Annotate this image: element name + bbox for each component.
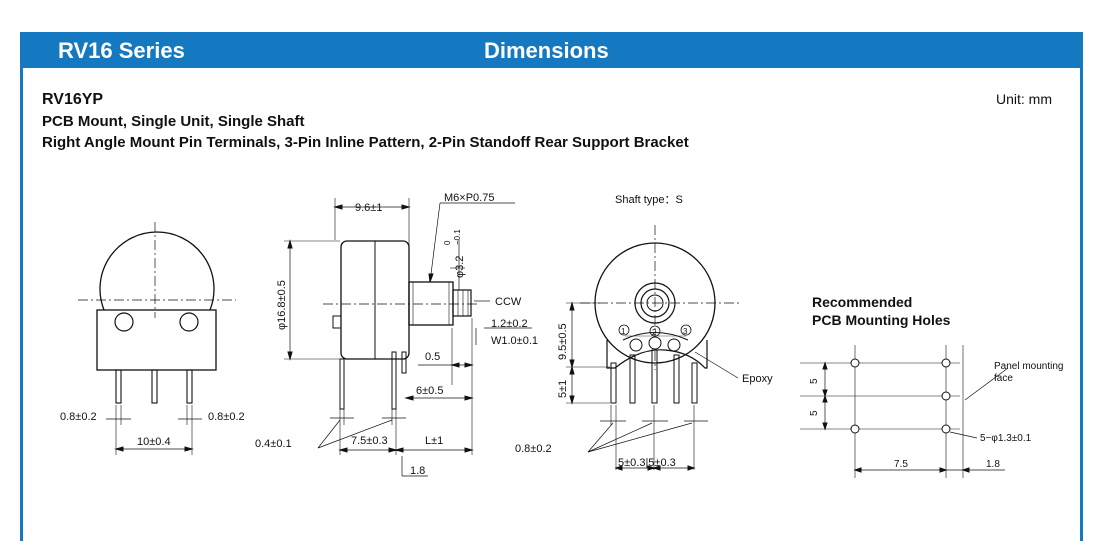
front-view xyxy=(78,222,236,455)
terminal-2: 2 xyxy=(652,328,657,337)
dim-0-5: 0.5 xyxy=(425,351,440,363)
front-pin-width-left: 0.8±0.2 xyxy=(60,411,97,423)
pcb-dim-1-8: 1.8 xyxy=(986,459,1000,470)
pin-spacing: 7.5±0.3 xyxy=(351,435,388,447)
side-view xyxy=(284,198,532,477)
content-frame xyxy=(20,32,1083,541)
panel-label-2: face xyxy=(994,373,1013,384)
pcb-title-2: PCB Mounting Holes xyxy=(812,312,951,328)
body-depth: 9.6±1 xyxy=(355,202,382,214)
front-bracket-spacing: 10±0.4 xyxy=(137,436,171,448)
height-9-5: 9.5±0.5 xyxy=(557,323,569,360)
header-bar xyxy=(20,32,1083,68)
dim-6: 6±0.5 xyxy=(416,385,443,397)
shaft-diameter: φ3.2 xyxy=(454,256,466,278)
pcb-title-1: Recommended xyxy=(812,294,912,310)
model-name: RV16YP xyxy=(42,91,104,108)
thread-spec: M6×P0.75 xyxy=(444,192,494,204)
rear-pin-width: 0.8±0.2 xyxy=(515,443,552,455)
dim-w: W1.0±0.1 xyxy=(491,335,538,347)
shaft-tol-top: 0 xyxy=(443,240,452,245)
terminal-3: 3 xyxy=(683,327,688,336)
height-5: 5±1 xyxy=(557,380,569,398)
dim-1-8: 1.8 xyxy=(410,465,425,477)
section-title: Dimensions xyxy=(484,38,609,63)
hole-spec: 5−φ1.3±0.1 xyxy=(980,433,1032,444)
terminal-1: 1 xyxy=(621,327,626,336)
front-pin-width-right: 0.8±0.2 xyxy=(208,411,245,423)
subtitle-mount: PCB Mount, Single Unit, Single Shaft xyxy=(42,113,305,130)
shaft-length: L±1 xyxy=(425,435,443,447)
rotation-label: CCW xyxy=(495,296,522,308)
shaft-type: Shaft type：S xyxy=(615,194,683,206)
rear-pitch: 5±0.3|5±0.3 xyxy=(618,457,676,469)
subtitle-terminals: Right Angle Mount Pin Terminals, 3-Pin I… xyxy=(42,134,689,151)
shaft-tol-bottom: −0.1 xyxy=(453,229,462,245)
pin-thickness: 0.4±0.1 xyxy=(255,438,292,450)
epoxy-label: Epoxy xyxy=(742,373,773,385)
series-title: RV16 Series xyxy=(58,38,185,63)
pcb-holes xyxy=(800,345,1009,478)
pcb-dim-7-5: 7.5 xyxy=(894,459,908,470)
rear-view xyxy=(566,225,740,471)
pcb-pitch-a: 5 xyxy=(809,378,820,384)
dim-1-2: 1.2±0.2 xyxy=(491,318,528,330)
pcb-pitch-b: 5 xyxy=(809,410,820,416)
unit-label: Unit: mm xyxy=(996,91,1052,107)
body-diameter: φ16.8±0.5 xyxy=(276,280,288,330)
panel-label-1: Panel mounting xyxy=(994,361,1064,372)
